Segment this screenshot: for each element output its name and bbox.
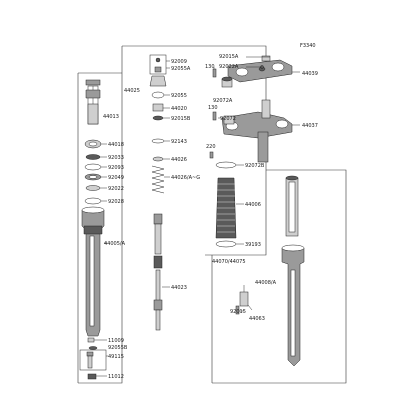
bolt-92015 (235, 305, 244, 315)
figure-id: F3340 (300, 43, 316, 49)
label-11012: 11012 (108, 374, 124, 380)
clamp-92072 (218, 115, 235, 125)
label-92049: 92049 (108, 175, 124, 181)
label-44020: 44020 (171, 106, 187, 112)
label-44063: 44063 (249, 316, 265, 322)
label-44006: 44006 (245, 202, 261, 208)
label-44037: 44037 (302, 123, 318, 129)
seal-92093 (84, 163, 107, 171)
label-44008: 44008/A (255, 280, 277, 286)
clamp-39193 (215, 240, 244, 248)
label-130b: 130 (208, 105, 218, 111)
damper-rod-44023 (153, 213, 170, 331)
label-92072A: 92072A (213, 98, 233, 104)
cap-92015A (246, 55, 271, 62)
lower-bracket-44037 (221, 99, 300, 163)
clamp-92072B (215, 161, 244, 169)
label-39193: 39193 (245, 242, 261, 248)
upper-bracket-44039 (227, 59, 300, 83)
label-92093: 92093 (108, 165, 124, 171)
washer-92022 (85, 185, 107, 191)
label-44026: 44026 (171, 157, 187, 163)
label-92015A: 92015A (219, 54, 239, 60)
ring-92033 (85, 154, 107, 160)
label-44025: 44025 (124, 88, 140, 94)
dust-boot-44006 (215, 177, 244, 239)
label-92072B: 92072B (245, 163, 265, 169)
cap-assembly-44025 (149, 54, 170, 87)
spacer-92143 (151, 138, 170, 144)
label-92009: 92009 (171, 59, 187, 65)
label-92033: 92033 (108, 155, 124, 161)
label-44013: 44013 (103, 114, 119, 120)
part-labels: 92015A 92022A 44039 130 92072A 130 92072… (103, 54, 318, 380)
collar-44020 (152, 103, 170, 112)
label-92015: 92015 (230, 309, 246, 315)
outer-tube-44005 (81, 206, 107, 337)
label-44026A: 44026/A~G (171, 175, 200, 181)
label-92022A: 92022A (219, 64, 239, 70)
ring-92028 (84, 197, 107, 205)
label-92022: 92022 (108, 186, 124, 192)
label-44039: 44039 (302, 71, 318, 77)
label-220: 220 (206, 144, 216, 150)
label-92015B: 92015B (171, 116, 191, 122)
washer-44026 (152, 156, 170, 162)
o-ring-92055 (151, 91, 170, 99)
label-44070: 44070/44075 (212, 259, 246, 265)
label-44005: 44005/A (104, 241, 126, 247)
label-92143: 92143 (171, 139, 187, 145)
label-44023: 44023 (171, 285, 187, 291)
label-92028: 92028 (108, 199, 124, 205)
bushing-44018 (84, 139, 107, 149)
label-11009: 11009 (108, 338, 124, 344)
bolt-220 (209, 151, 214, 159)
spring-44026A (151, 165, 170, 194)
valve-49115 (79, 349, 108, 371)
assembly-frame (77, 45, 347, 384)
bolt-130a (212, 67, 217, 78)
bracket-44063 (239, 285, 253, 311)
bolt-130b (212, 111, 217, 121)
label-49115: 49115 (108, 354, 124, 360)
label-92055B: 92055B (108, 345, 128, 351)
clamp-92072A (221, 76, 233, 88)
tube-44013 (85, 79, 101, 125)
label-130a: 130 (205, 64, 215, 70)
seal-92049 (84, 173, 107, 181)
label-44018: 44018 (108, 142, 124, 148)
bolt-11009 (87, 337, 107, 343)
plug-11012 (87, 373, 107, 380)
outer-tube-44008 (281, 244, 305, 367)
inner-tube (285, 175, 299, 237)
washer-92055B (88, 346, 98, 350)
bolt-92022A (246, 65, 264, 69)
label-92055: 92055 (171, 93, 187, 99)
label-92055A: 92055A (171, 66, 191, 72)
label-92072: 92072 (220, 116, 236, 122)
washer-92015B (152, 115, 170, 121)
